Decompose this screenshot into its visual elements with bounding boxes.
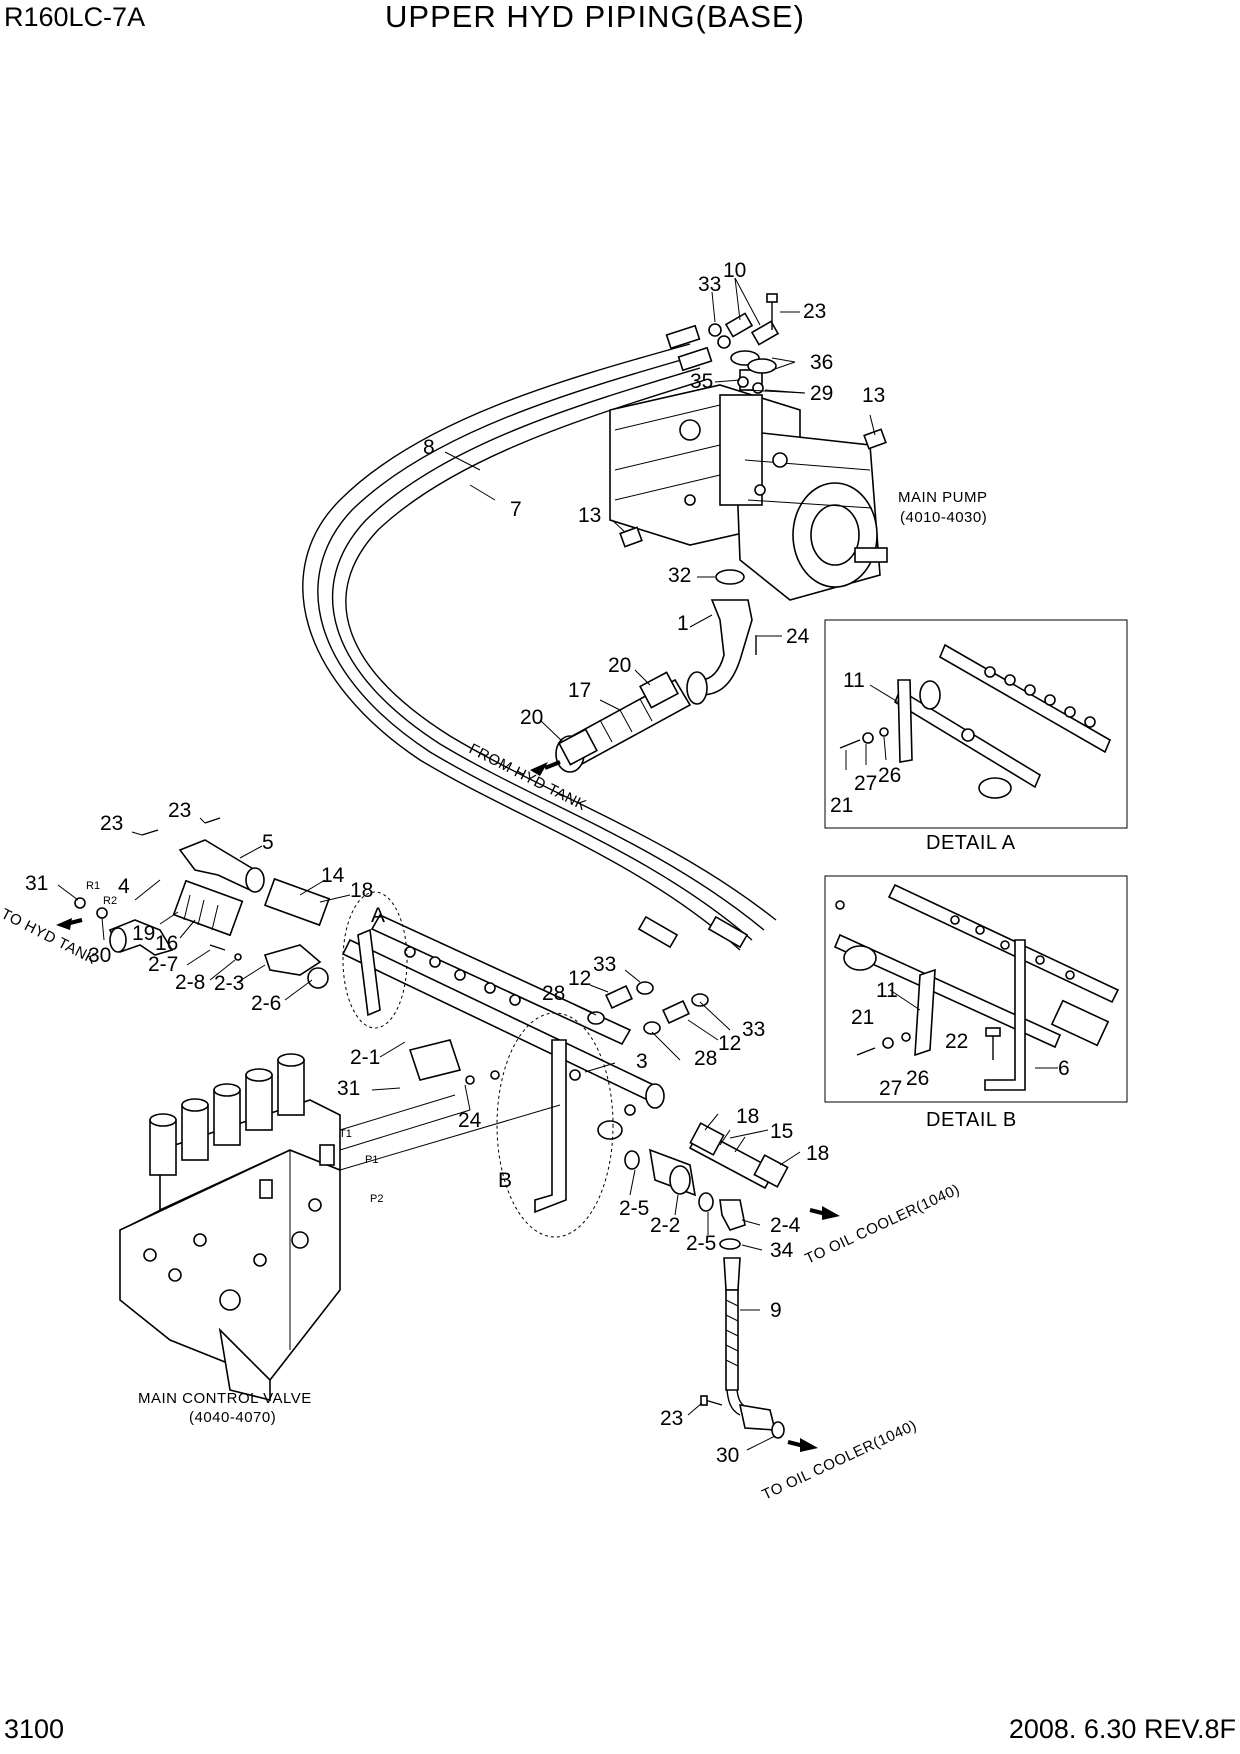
callout-2-5-lower: 2-5 [686, 1232, 716, 1255]
callout-32: 32 [668, 564, 691, 587]
callout-33-right: 33 [742, 1018, 765, 1041]
callout-30: 30 [88, 944, 111, 967]
callout-33: 33 [698, 273, 721, 296]
main-control-valve-ref: (4040-4070) [189, 1409, 276, 1426]
callout-numbers: 33 10 23 36 35 29 13 8 7 13 32 1 24 20 1… [25, 259, 885, 1467]
return-fittings [74, 817, 331, 989]
callout-2-4: 2-4 [770, 1214, 801, 1237]
callout-36: 36 [810, 351, 833, 374]
detail-b-box [824, 875, 1128, 1103]
main-pipe-assembly [341, 891, 665, 1238]
detail-a-box [824, 619, 1128, 829]
callout-13: 13 [862, 384, 885, 407]
callout-20: 20 [608, 654, 631, 677]
callout-2-8: 2-8 [175, 971, 205, 994]
callout-28: 28 [542, 982, 565, 1005]
callout-23-bottom: 23 [660, 1407, 683, 1430]
callout-13-lower: 13 [578, 504, 601, 527]
callout-12: 12 [568, 967, 591, 990]
callout-2-6: 2-6 [251, 992, 281, 1015]
callout-24-lower: 24 [458, 1109, 482, 1132]
callout-2-1: 2-1 [350, 1046, 380, 1069]
callout-30-bottom: 30 [716, 1444, 739, 1467]
hose-end-fittings [587, 981, 709, 1035]
callout-3: 3 [636, 1050, 648, 1073]
callout-24: 24 [786, 625, 810, 648]
suction-pipe [555, 569, 757, 773]
port-r2: R2 [103, 895, 117, 907]
callout-20-lower: 20 [520, 706, 543, 729]
callout-16: 16 [155, 932, 178, 955]
callout-23-mid: 23 [168, 799, 191, 822]
main-pump [609, 369, 888, 601]
flow-arrows [56, 760, 840, 1452]
callout-18-right: 18 [806, 1142, 829, 1165]
port-p1: P1 [365, 1154, 378, 1166]
callout-18-mid: 18 [736, 1105, 759, 1128]
oil-cooler-hose [688, 1122, 789, 1190]
page-title: UPPER HYD PIPING(BASE) [385, 0, 805, 34]
pump-fittings [619, 293, 887, 548]
callout-23: 23 [803, 300, 826, 323]
callout-19: 19 [132, 922, 155, 945]
callout-33-mid: 33 [593, 953, 616, 976]
main-control-valve [119, 1053, 561, 1402]
callout-18: 18 [350, 879, 373, 902]
page-number: 3100 [4, 1714, 65, 1744]
note-to-hyd-tank: TO HYD TANK [0, 905, 99, 968]
detail-ref-a: A [371, 904, 385, 927]
main-pump-ref: (4010-4030) [900, 509, 987, 526]
detail-a-callout-21: 21 [830, 794, 853, 817]
main-pump-label: MAIN PUMP [898, 489, 988, 506]
callout-2-7: 2-7 [148, 953, 178, 976]
revision-date: 2008. 6.30 REV.8F [1008, 1714, 1236, 1744]
detail-b-callout-11: 11 [876, 979, 898, 1002]
callout-5: 5 [262, 831, 274, 854]
callout-7: 7 [510, 498, 522, 521]
callout-2-3: 2-3 [214, 972, 244, 995]
callout-8: 8 [423, 436, 435, 459]
detail-b-callout-6: 6 [1058, 1057, 1070, 1080]
callout-28-right: 28 [694, 1047, 717, 1070]
hose-7-8-loop [302, 324, 777, 951]
detail-b-callout-27: 27 [879, 1077, 902, 1100]
detail-b-callout-22: 22 [945, 1030, 968, 1053]
note-to-oil-cooler-1: TO OIL COOLER(1040) [803, 1181, 963, 1268]
callout-34: 34 [770, 1239, 794, 1262]
callout-12-right: 12 [718, 1032, 741, 1055]
callout-31: 31 [25, 872, 48, 895]
callout-4: 4 [118, 875, 130, 898]
port-p2: P2 [370, 1193, 383, 1205]
detail-a-callout-11: 11 [843, 669, 865, 692]
callout-2-2: 2-2 [650, 1214, 680, 1237]
callout-35: 35 [690, 370, 713, 393]
main-control-valve-label: MAIN CONTROL VALVE [138, 1390, 312, 1407]
detail-b-title: DETAIL B [926, 1109, 1017, 1131]
detail-a-callout-26: 26 [878, 764, 901, 787]
callout-31-lower: 31 [337, 1077, 360, 1100]
port-t1: T1 [339, 1128, 352, 1140]
model-number: R160LC-7A [4, 2, 146, 32]
callout-15: 15 [770, 1120, 793, 1143]
detail-a-callout-27: 27 [854, 772, 877, 795]
detail-b-callout-26: 26 [906, 1067, 929, 1090]
callout-23-left: 23 [100, 812, 123, 835]
callout-17: 17 [568, 679, 591, 702]
detail-ref-b: B [498, 1169, 512, 1192]
detail-a-title: DETAIL A [926, 832, 1016, 854]
callout-29: 29 [810, 382, 833, 405]
callout-10: 10 [723, 259, 746, 282]
callout-2-5: 2-5 [619, 1197, 649, 1220]
callout-9: 9 [770, 1299, 782, 1322]
detail-b-callout-21: 21 [851, 1006, 874, 1029]
leader-lines [57, 277, 876, 1451]
port-r1: R1 [86, 880, 100, 892]
cooler-line-fittings [624, 1148, 785, 1439]
callout-14: 14 [321, 864, 345, 887]
callout-1: 1 [677, 612, 689, 635]
